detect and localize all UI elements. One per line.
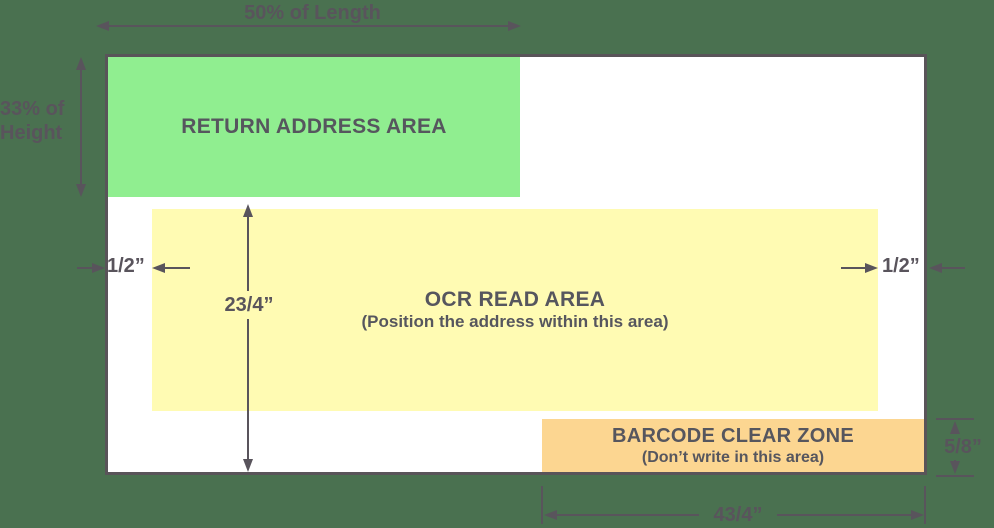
top-width-arrow [96, 20, 521, 32]
return-address-area: RETURN ADDRESS AREA [108, 57, 520, 197]
left-height-arrow [75, 57, 87, 197]
arrow-down-icon [76, 184, 86, 197]
top-width-label: 50% of Length [244, 2, 381, 24]
barcode-title: BARCODE CLEAR ZONE [611, 424, 855, 447]
arrow-right-icon [865, 263, 878, 273]
arrow-up-icon [243, 204, 253, 217]
barcode-height-label: 5/8” [934, 434, 992, 460]
envelope-outline: RETURN ADDRESS AREA OCR READ AREA (Posit… [105, 54, 927, 475]
right-margin-label: 1/2” [882, 255, 920, 277]
barcode-width-label: 43/4” [699, 502, 777, 528]
left-margin-label: 1/2” [107, 255, 145, 277]
arrow-left-icon [544, 510, 557, 520]
arrow-left-icon [929, 263, 942, 273]
barcode-height-tick-top [936, 418, 974, 420]
ocr-height-label: 23/4” [212, 291, 286, 319]
barcode-width-tick-right [924, 486, 926, 524]
arrow-left-icon [96, 21, 109, 31]
right-margin-inner-arrow [841, 262, 878, 274]
barcode-width-tick-left [541, 486, 543, 524]
arrow-left-icon [152, 263, 165, 273]
right-margin-outer-arrow [929, 262, 965, 274]
return-address-title: RETURN ADDRESS AREA [181, 115, 447, 139]
ocr-subtitle: (Position the address within this area) [361, 312, 669, 332]
arrow-down-icon [243, 459, 253, 472]
arrow-right-icon [92, 263, 105, 273]
barcode-height-tick-bottom [936, 475, 974, 477]
arrow-down-icon [950, 461, 960, 474]
arrow-right-icon [508, 21, 521, 31]
barcode-subtitle: (Don’t write in this area) [641, 448, 825, 466]
arrow-up-icon [76, 57, 86, 70]
left-margin-outer-arrow [77, 262, 105, 274]
left-margin-inner-arrow [152, 262, 190, 274]
ocr-height-arrow [242, 204, 254, 472]
ocr-title: OCR READ AREA [424, 288, 606, 312]
arrow-right-icon [911, 510, 924, 520]
left-height-label: 33% of Height [0, 98, 65, 144]
arrow-up-icon [950, 421, 960, 434]
barcode-clear-zone: BARCODE CLEAR ZONE (Don’t write in this … [542, 419, 924, 472]
